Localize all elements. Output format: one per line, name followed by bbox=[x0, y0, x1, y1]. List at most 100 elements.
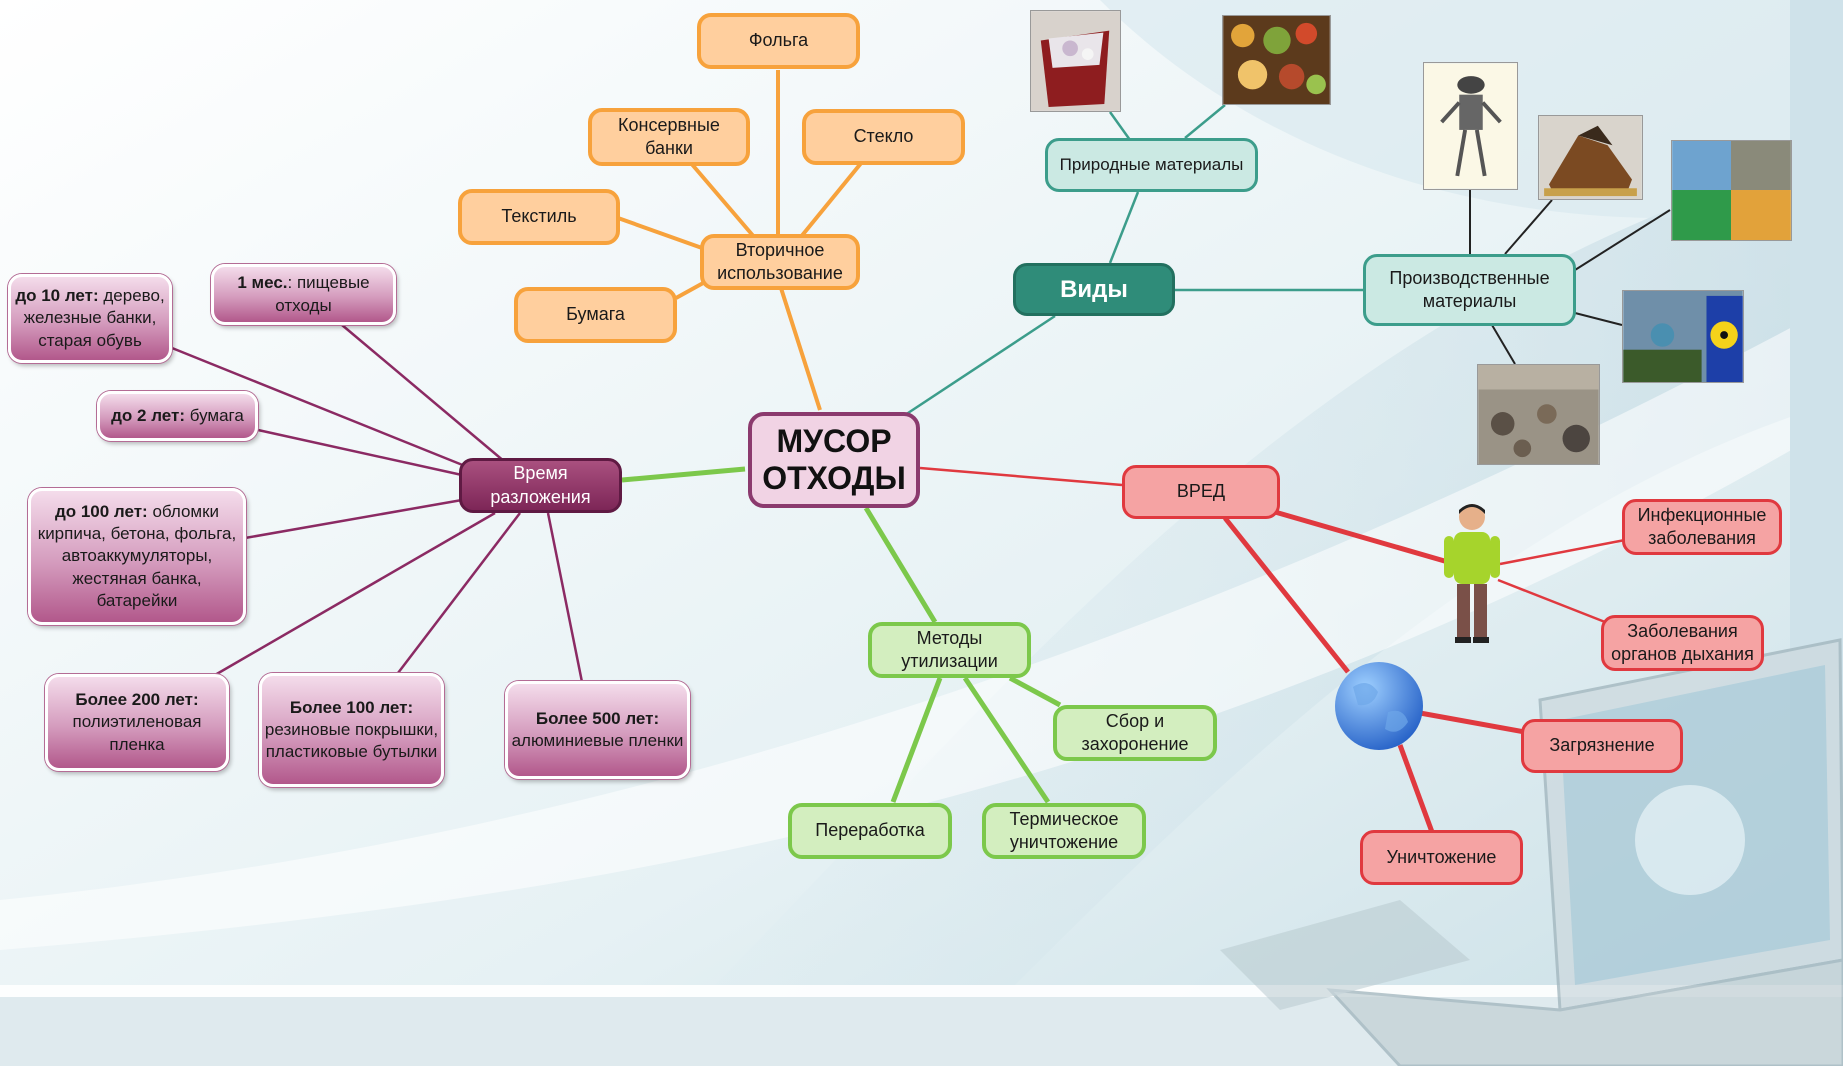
decomp-10-years-text: дерево, железные банки, старая обувь bbox=[23, 286, 165, 350]
link-center-harm bbox=[919, 466, 1123, 487]
link-industrial-shoe bbox=[1504, 199, 1553, 255]
cans-node[interactable]: Консервные банки bbox=[588, 108, 750, 166]
link-recycle-textile bbox=[617, 216, 703, 250]
link-harm-person bbox=[1274, 509, 1449, 565]
collection-line1: Сбор и bbox=[1105, 710, 1165, 731]
link-center-recycle bbox=[778, 284, 822, 411]
respiratory-node[interactable]: Заболевания органов дыхания bbox=[1601, 615, 1764, 671]
link-industrial-granules bbox=[1574, 209, 1671, 271]
link-person-respiratory bbox=[1497, 578, 1606, 624]
link-recycle-paper bbox=[675, 280, 706, 300]
trash-bin-photo bbox=[1030, 10, 1121, 112]
plastic-granules-photo bbox=[1671, 140, 1792, 241]
disposal-hub-line1: Методы bbox=[916, 627, 983, 648]
decomp-more-500-years-node[interactable]: Более 500 лет: алюминиевые пленки bbox=[505, 681, 690, 779]
link-center-disposal bbox=[863, 506, 938, 624]
decomp-100-years-text: обломки кирпича, бетона, фольга, автоакк… bbox=[37, 502, 237, 610]
center-line2: ОТХОДЫ bbox=[762, 460, 906, 496]
decomp-10-years-bold: до 10 лет: bbox=[15, 286, 99, 306]
recycle-hub-node[interactable]: Вторичное использование bbox=[700, 234, 860, 290]
link-decomp-200y bbox=[214, 511, 496, 677]
link-industrial-scrap bbox=[1491, 324, 1516, 365]
link-center-types bbox=[904, 314, 1056, 417]
natural-materials-label: Природные материалы bbox=[1059, 154, 1244, 174]
decomp-more-200-years-bold: Более 200 лет: bbox=[75, 690, 199, 710]
processing-label: Переработка bbox=[815, 820, 925, 841]
infection-line2: заболевания bbox=[1648, 528, 1756, 548]
link-disposal-processing bbox=[890, 677, 943, 803]
foil-label: Фольга bbox=[748, 30, 809, 51]
decomp-more-200-years-node[interactable]: Более 200 лет: полиэтиленовая пленка bbox=[45, 674, 229, 771]
link-globe-destruction bbox=[1397, 744, 1435, 833]
foil-node[interactable]: Фольга bbox=[697, 13, 860, 69]
infection-node[interactable]: Инфекционные заболевания bbox=[1622, 499, 1782, 555]
decomp-2-years-text: бумага bbox=[185, 405, 244, 425]
processing-node[interactable]: Переработка bbox=[788, 803, 952, 859]
destruction-label: Уничтожение bbox=[1386, 846, 1497, 867]
thermal-node[interactable]: Термическое уничтожение bbox=[982, 803, 1146, 859]
center-line1: МУСОР bbox=[776, 423, 892, 460]
link-recycle-cans bbox=[688, 160, 757, 240]
natural-materials-node[interactable]: Природные материалы bbox=[1045, 138, 1258, 192]
recycle-hub-line1: Вторичное bbox=[735, 239, 825, 260]
cans-line2: банки bbox=[645, 138, 693, 158]
link-recycle-glass bbox=[798, 160, 864, 240]
paper-node[interactable]: Бумага bbox=[514, 287, 677, 343]
industrial-line1: Производственные bbox=[1389, 267, 1550, 288]
decomp-10-years-node[interactable]: до 10 лет: дерево, железные банки, стара… bbox=[8, 274, 172, 363]
destruction-node[interactable]: Уничтожение bbox=[1360, 830, 1523, 885]
decomposition-hub-node[interactable]: Время разложения bbox=[459, 458, 622, 513]
cans-line1: Консервные bbox=[618, 114, 720, 135]
decomp-2-years-bold: до 2 лет: bbox=[111, 405, 186, 425]
link-decomp-1m bbox=[341, 324, 506, 463]
decomp-100-years-bold: до 100 лет: bbox=[54, 502, 148, 522]
disposal-hub-line2: утилизации bbox=[901, 651, 998, 671]
link-harm-globe bbox=[1223, 516, 1350, 674]
link-center-decomposition bbox=[621, 466, 746, 483]
link-globe-pollution bbox=[1419, 710, 1526, 735]
link-types-natural bbox=[1108, 191, 1140, 264]
decomp-more-200-years-text: полиэтиленовая пленка bbox=[72, 712, 202, 754]
paper-label: Бумага bbox=[566, 304, 625, 325]
textile-label: Текстиль bbox=[501, 206, 577, 227]
shoe-photo bbox=[1538, 115, 1643, 200]
decomp-1-month-text: : пищевые отходы bbox=[275, 273, 370, 315]
decomp-more-100-years-node[interactable]: Более 100 лет: резиновые покрышки, пласт… bbox=[259, 673, 444, 787]
center-node[interactable]: МУСОР ОТХОДЫ bbox=[748, 412, 920, 508]
decomp-1-month-node[interactable]: 1 мес.: пищевые отходы bbox=[211, 264, 396, 325]
link-disposal-collection bbox=[1008, 675, 1062, 708]
industrial-line2: материалы bbox=[1422, 291, 1517, 311]
decomp-1-month-bold: 1 мес. bbox=[237, 273, 288, 293]
collection-node[interactable]: Сбор и захоронение bbox=[1053, 705, 1217, 761]
harm-hub-node[interactable]: ВРЕД bbox=[1122, 465, 1280, 519]
industrial-materials-node[interactable]: Производственные материалы bbox=[1363, 254, 1576, 326]
decomposition-hub-line1: Время bbox=[513, 463, 568, 484]
radiation-waste-photo bbox=[1622, 290, 1744, 383]
link-decomp-10y bbox=[171, 346, 471, 470]
collection-line2: захоронение bbox=[1081, 734, 1189, 754]
decomposition-hub-line2: разложения bbox=[490, 486, 591, 507]
link-industrial-radiation bbox=[1574, 312, 1623, 326]
scrap-heap-photo bbox=[1477, 364, 1600, 465]
decomp-more-500-years-text: алюминиевые пленки bbox=[511, 731, 684, 750]
decomp-more-100-years-bold: Более 100 лет: bbox=[289, 697, 414, 717]
robot-figure-photo bbox=[1423, 62, 1518, 190]
pollution-node[interactable]: Загрязнение bbox=[1521, 719, 1683, 773]
decomp-100-years-node[interactable]: до 100 лет: обломки кирпича, бетона, фол… bbox=[28, 488, 246, 625]
globe-icon bbox=[1335, 662, 1423, 750]
person-icon bbox=[1444, 504, 1500, 643]
respiratory-line2: органов дыхания bbox=[1611, 644, 1754, 664]
decomp-2-years-node[interactable]: до 2 лет: бумага bbox=[97, 391, 258, 441]
pollution-label: Загрязнение bbox=[1549, 735, 1655, 756]
infection-line1: Инфекционные bbox=[1637, 504, 1767, 525]
types-hub-node[interactable]: Виды bbox=[1013, 263, 1175, 316]
decomp-more-500-years-bold: Более 500 лет: bbox=[535, 708, 660, 728]
glass-node[interactable]: Стекло bbox=[802, 109, 965, 165]
harm-hub-label: ВРЕД bbox=[1176, 481, 1226, 502]
link-natural-photo1 bbox=[1108, 111, 1132, 141]
link-natural-photo2 bbox=[1184, 104, 1226, 139]
textile-node[interactable]: Текстиль bbox=[458, 189, 620, 245]
link-decomp-500y bbox=[546, 512, 584, 683]
disposal-hub-node[interactable]: Методы утилизации bbox=[868, 622, 1031, 678]
